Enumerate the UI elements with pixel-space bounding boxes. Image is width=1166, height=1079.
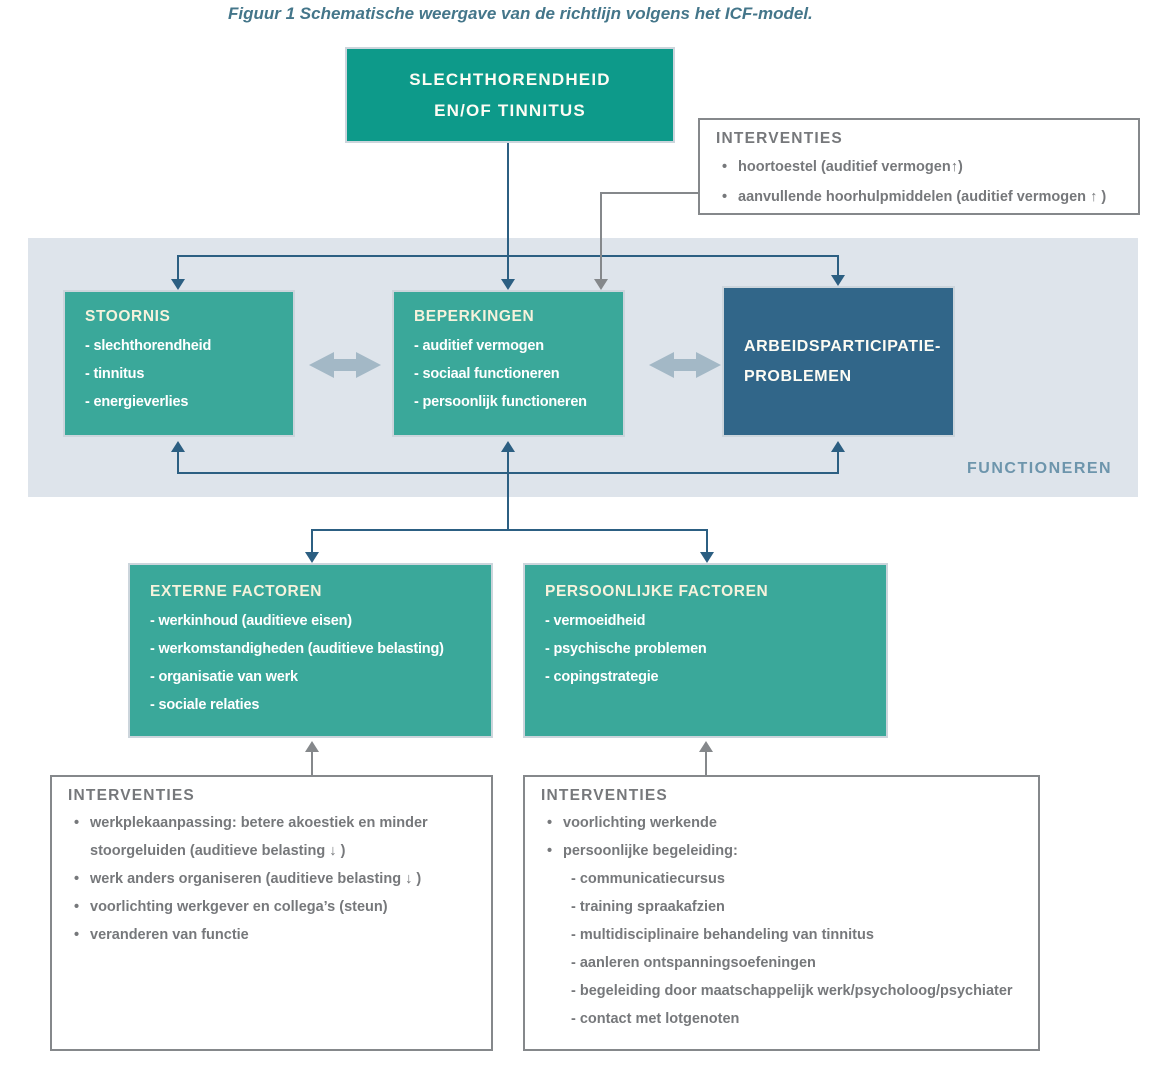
- slechthorendheid-line2: EN/OF TINNITUS: [434, 101, 586, 120]
- interventies-top-item-1: hoortoestel (auditief vermogen↑): [738, 159, 963, 175]
- persoonlijke-factoren-title: PERSOONLIJKE FACTOREN: [545, 583, 769, 600]
- beperkingen-box: BEPERKINGEN - auditief vermogen - sociaa…: [392, 290, 625, 437]
- interventies-right-subitem-5: - begeleiding door maatschappelijk werk/…: [571, 983, 1013, 999]
- interventies-right-subitem-3: - multidisciplinaire behandeling van tin…: [571, 927, 874, 943]
- bullet-icon: •: [722, 159, 728, 175]
- connector-interventies-top-horizontal: [600, 192, 698, 194]
- externe-factoren-box: EXTERNE FACTOREN - werkinhoud (auditieve…: [128, 563, 493, 738]
- connector-factors-split: [311, 529, 708, 531]
- interventies-left-item-3: voorlichting werkgever en collega’s (ste…: [90, 899, 388, 915]
- arrowhead-up-stoornis: [171, 441, 185, 452]
- interventies-left-item-2: werk anders organiseren (auditieve belas…: [90, 871, 422, 887]
- interventies-right-box: INTERVENTIES • voorlichting werkende • p…: [523, 775, 1040, 1051]
- beperkingen-item-3: - persoonlijk functioneren: [414, 394, 587, 410]
- connector-up-stoornis: [177, 452, 179, 473]
- interventies-left-item-4: veranderen van functie: [90, 927, 249, 943]
- externe-factoren-item-4: - sociale relaties: [150, 697, 260, 713]
- arrowhead-into-arbeidsparticipatie: [831, 275, 845, 286]
- connector-drop-arbeidsparticipatie: [837, 255, 839, 277]
- interventies-right-subitem-4: - aanleren ontspanningsoefeningen: [571, 955, 816, 971]
- externe-factoren-title: EXTERNE FACTOREN: [150, 583, 323, 600]
- bullet-icon: •: [74, 927, 80, 943]
- list-item: • werk anders organiseren (auditieve bel…: [68, 865, 477, 893]
- interventies-left-title: INTERVENTIES: [68, 787, 195, 804]
- list-item: • hoortoestel (auditief vermogen↑): [716, 152, 1124, 182]
- arrowhead-gray-into-beperkingen: [594, 279, 608, 290]
- arrowhead-up-beperkingen: [501, 441, 515, 452]
- arrowhead-up-externe-factoren: [305, 741, 319, 752]
- persoonlijke-factoren-item-2: - psychische problemen: [545, 641, 707, 657]
- interventies-right-item-2: persoonlijke begeleiding:: [563, 843, 738, 859]
- arrowhead-up-arbeidsparticipatie: [831, 441, 845, 452]
- arbeidsparticipatie-box: ARBEIDSPARTICIPATIE- PROBLEMEN: [722, 286, 955, 437]
- arbeidsparticipatie-line2: PROBLEMEN: [744, 367, 852, 385]
- interventies-top-title: INTERVENTIES: [716, 130, 843, 147]
- arrowhead-into-beperkingen: [501, 279, 515, 290]
- externe-factoren-item-2: - werkomstandigheden (auditieve belastin…: [150, 641, 444, 657]
- bullet-icon: •: [74, 899, 80, 915]
- interventies-right-title: INTERVENTIES: [541, 787, 668, 804]
- interventies-left-box: INTERVENTIES • werkplekaanpassing: beter…: [50, 775, 493, 1051]
- connector-interventies-left-up: [311, 751, 313, 775]
- list-item: • veranderen van functie: [68, 921, 477, 949]
- connector-center-down: [507, 472, 509, 531]
- externe-factoren-item-3: - organisatie van werk: [150, 669, 298, 685]
- slechthorendheid-line1: SLECHTHORENDHEID: [409, 70, 611, 89]
- beperkingen-item-2: - sociaal functioneren: [414, 366, 560, 382]
- persoonlijke-factoren-item-1: - vermoeidheid: [545, 613, 646, 629]
- list-item: • voorlichting werkgever en collega’s (s…: [68, 893, 477, 921]
- connector-top-to-beperkingen: [507, 143, 509, 279]
- connector-drop-externe: [311, 529, 313, 554]
- interventies-right-subitem-6: - contact met lotgenoten: [571, 1011, 740, 1027]
- arrowhead-up-persoonlijke-factoren: [699, 741, 713, 752]
- connector-interventies-top-vertical: [600, 192, 602, 279]
- connector-drop-persoonlijke: [706, 529, 708, 554]
- interventies-top-item-2: aanvullende hoorhulpmiddelen (auditief v…: [738, 189, 1107, 205]
- arrowhead-into-externe-factoren: [305, 552, 319, 563]
- slechthorendheid-box: SLECHTHORENDHEID EN/OF TINNITUS: [345, 47, 675, 143]
- interventies-right-subitem-2: - training spraakafzien: [571, 899, 725, 915]
- bullet-icon: •: [722, 189, 728, 205]
- list-item: • persoonlijke begeleiding:: [541, 837, 1024, 865]
- figure-title: Figuur 1 Schematische weergave van de ri…: [228, 4, 813, 23]
- double-arrow-beperkingen-arbeidsparticipatie: [649, 352, 721, 378]
- list-item: • werkplekaanpassing: betere akoestiek e…: [68, 809, 477, 865]
- list-item: • aanvullende hoorhulpmiddelen (auditief…: [716, 182, 1124, 212]
- bullet-icon: •: [547, 843, 553, 859]
- arbeidsparticipatie-line1: ARBEIDSPARTICIPATIE-: [744, 337, 941, 355]
- stoornis-box: STOORNIS - slechthorendheid - tinnitus -…: [63, 290, 295, 437]
- interventies-top-box: INTERVENTIES • hoortoestel (auditief ver…: [698, 118, 1140, 215]
- beperkingen-title: BEPERKINGEN: [414, 308, 535, 325]
- persoonlijke-factoren-item-3: - copingstrategie: [545, 669, 659, 685]
- interventies-right-item-1: voorlichting werkende: [563, 815, 717, 831]
- connector-up-beperkingen: [507, 452, 509, 473]
- stoornis-title: STOORNIS: [85, 308, 171, 325]
- persoonlijke-factoren-box: PERSOONLIJKE FACTOREN - vermoeidheid - p…: [523, 563, 888, 738]
- connector-interventies-right-up: [705, 751, 707, 775]
- stoornis-item-2: - tinnitus: [85, 366, 145, 382]
- interventies-left-item-1: werkplekaanpassing: betere akoestiek en …: [90, 815, 428, 859]
- connector-up-arbeidsparticipatie: [837, 452, 839, 473]
- bullet-icon: •: [74, 815, 80, 831]
- stoornis-item-1: - slechthorendheid: [85, 338, 212, 354]
- beperkingen-item-1: - auditief vermogen: [414, 338, 544, 354]
- bullet-icon: •: [74, 871, 80, 887]
- double-arrow-stoornis-beperkingen: [309, 352, 381, 378]
- bullet-icon: •: [547, 815, 553, 831]
- externe-factoren-item-1: - werkinhoud (auditieve eisen): [150, 613, 352, 629]
- arrowhead-into-persoonlijke-factoren: [700, 552, 714, 563]
- connector-branch-top: [177, 255, 839, 257]
- list-item: • voorlichting werkende: [541, 809, 1024, 837]
- interventies-right-subitem-1: - communicatiecursus: [571, 871, 725, 887]
- functioneren-label: FUNCTIONEREN: [967, 460, 1113, 477]
- connector-drop-stoornis: [177, 255, 179, 281]
- arrowhead-into-stoornis: [171, 279, 185, 290]
- stoornis-item-3: - energieverlies: [85, 394, 189, 410]
